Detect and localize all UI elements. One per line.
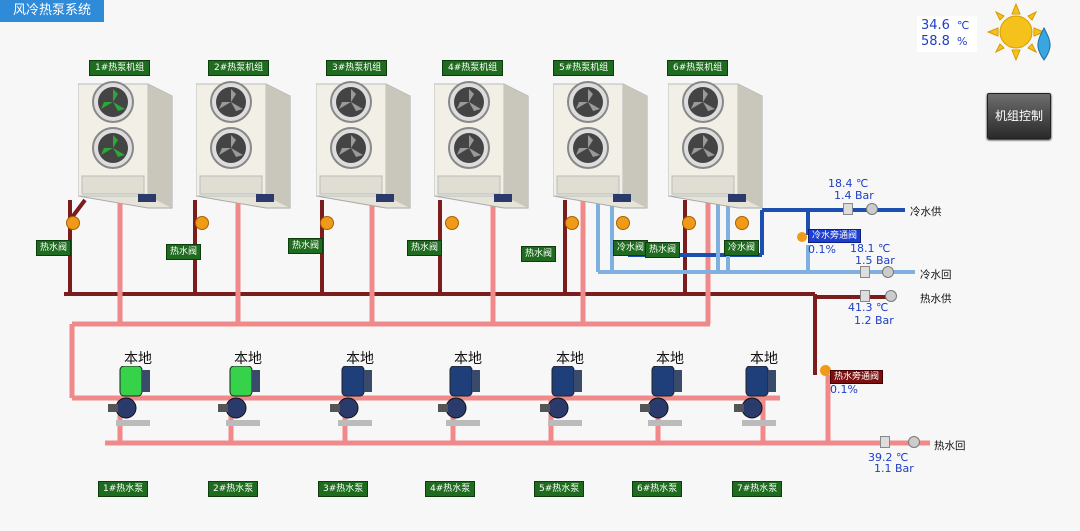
hw-supply-pressure: 1.2 Bar: [854, 315, 894, 327]
unit-label-2: 2#热泵机组: [208, 60, 270, 76]
chw-supply-label: 冷水供: [910, 206, 942, 218]
hot-water-valve-label: 热水阀: [521, 246, 557, 262]
hot-water-pump-5[interactable]: [540, 366, 588, 428]
hot-water-valve-label: 热水阀: [288, 238, 324, 254]
chw-supply-temp-value: 18.4: [828, 177, 853, 190]
hot-water-pump-1[interactable]: [108, 366, 156, 428]
hw-bypass-valve-label: 热水旁通阀: [830, 370, 884, 384]
chilled-water-valve-label: 冷水阀: [724, 240, 760, 256]
unit-control-button[interactable]: 机组控制: [987, 93, 1051, 139]
chw-return-pressure: 1.5 Bar: [855, 255, 895, 267]
hw-return-pressure-unit: Bar: [895, 462, 914, 475]
pump-mode-label: 本地: [656, 351, 684, 367]
heat-pump-unit-6[interactable]: [668, 76, 764, 216]
unit-label-1: 1#热泵机组: [89, 60, 151, 76]
page-title: 风冷热泵系统: [0, 0, 104, 22]
hw-return-sensor-icon: [880, 436, 890, 448]
hot-water-valve-icon[interactable]: [66, 216, 80, 230]
pump-label-6: 6#热水泵: [632, 481, 683, 497]
hot-water-valve-icon[interactable]: [565, 216, 579, 230]
hot-water-valve-label: 热水阀: [36, 240, 72, 256]
unit-label-3: 3#热泵机组: [326, 60, 388, 76]
chw-supply-temp: 18.4 ℃: [828, 178, 868, 190]
chw-return-gauge-icon: [882, 266, 894, 278]
chw-return-temp-unit: ℃: [878, 242, 891, 255]
chw-supply-gauge-icon: [866, 203, 878, 215]
chw-supply-pressure: 1.4 Bar: [834, 190, 874, 202]
hw-return-temp-unit: ℃: [896, 451, 909, 464]
unit-label-6: 6#热泵机组: [667, 60, 729, 76]
hot-water-pump-4[interactable]: [438, 366, 486, 428]
chw-bypass-valve-icon[interactable]: [797, 232, 807, 242]
pump-mode-label: 本地: [454, 351, 482, 367]
heat-pump-unit-1[interactable]: [78, 76, 174, 216]
hw-supply-pressure-unit: Bar: [875, 314, 894, 327]
outdoor-temp: 34.6: [921, 18, 950, 33]
sun-rain-icon: [986, 2, 1051, 62]
chilled-water-valve-icon[interactable]: [616, 216, 630, 230]
chw-supply-sensor-icon: [843, 203, 853, 215]
hot-water-valve-icon[interactable]: [682, 216, 696, 230]
hw-bypass-valve-icon[interactable]: [820, 365, 831, 376]
hw-bypass-value: 0.1%: [830, 383, 858, 396]
pump-label-5: 5#热水泵: [534, 481, 585, 497]
heat-pump-unit-3[interactable]: [316, 76, 412, 216]
pump-mode-label: 本地: [234, 351, 262, 367]
pump-label-3: 3#热水泵: [318, 481, 369, 497]
chilled-water-valve-label: 冷水阀: [613, 240, 649, 256]
pump-mode-label: 本地: [124, 351, 152, 367]
chw-supply-pressure-unit: Bar: [855, 189, 874, 202]
hw-return-label: 热水回: [934, 440, 966, 452]
hot-water-pump-2[interactable]: [218, 366, 266, 428]
pump-label-2: 2#热水泵: [208, 481, 259, 497]
hot-water-valve-label: 热水阀: [645, 242, 681, 258]
hot-water-valve-icon[interactable]: [320, 216, 334, 230]
hot-water-valve-icon[interactable]: [445, 216, 459, 230]
hot-water-pump-3[interactable]: [330, 366, 378, 428]
hw-supply-pressure-value: 1.2: [854, 314, 872, 327]
heat-pump-unit-2[interactable]: [196, 76, 292, 216]
unit-label-5: 5#热泵机组: [553, 60, 615, 76]
hot-water-valve-label: 热水阀: [407, 240, 443, 256]
pump-label-1: 1#热水泵: [98, 481, 149, 497]
pump-mode-label: 本地: [556, 351, 584, 367]
outdoor-temp-unit: ℃: [957, 19, 970, 32]
hw-supply-label: 热水供: [920, 293, 952, 305]
hot-water-valve-icon[interactable]: [195, 216, 209, 230]
hot-water-pump-7[interactable]: [734, 366, 782, 428]
hw-return-temp-value: 39.2: [868, 451, 893, 464]
hw-return-temp: 39.2 ℃: [868, 452, 908, 464]
pump-mode-label: 本地: [750, 351, 778, 367]
outdoor-humidity-unit: %: [957, 35, 968, 48]
chw-supply-pressure-value: 1.4: [834, 189, 852, 202]
chw-return-temp: 18.1 ℃: [850, 243, 890, 255]
unit-label-4: 4#热泵机组: [442, 60, 504, 76]
chw-return-pressure-value: 1.5: [855, 254, 873, 267]
heat-pump-unit-5[interactable]: [553, 76, 649, 216]
chw-return-temp-value: 18.1: [850, 242, 875, 255]
hw-supply-temp: 41.3 ℃: [848, 302, 888, 314]
pump-label-4: 4#热水泵: [425, 481, 476, 497]
heat-pump-unit-4[interactable]: [434, 76, 530, 216]
pump-mode-label: 本地: [346, 351, 374, 367]
chw-bypass-value: 0.1%: [808, 243, 836, 256]
hot-water-pump-6[interactable]: [640, 366, 688, 428]
hw-supply-sensor-icon: [860, 290, 870, 302]
hw-supply-gauge-icon: [885, 290, 897, 302]
chw-return-label: 冷水回: [920, 269, 952, 281]
chw-bypass-valve-label: 冷水旁通阀: [808, 229, 862, 243]
weather-readout: 34.6 ℃ 58.8 %: [917, 16, 977, 52]
chw-return-sensor-icon: [860, 266, 870, 278]
outdoor-humidity: 58.8: [921, 34, 950, 49]
hw-supply-temp-unit: ℃: [876, 301, 889, 314]
hw-supply-temp-value: 41.3: [848, 301, 873, 314]
hw-return-gauge-icon: [908, 436, 920, 448]
pump-label-7: 7#热水泵: [732, 481, 783, 497]
hot-water-valve-label: 热水阀: [166, 244, 202, 260]
hw-return-pressure: 1.1 Bar: [874, 463, 914, 475]
hw-return-pressure-value: 1.1: [874, 462, 892, 475]
chilled-water-valve-icon[interactable]: [735, 216, 749, 230]
chw-return-pressure-unit: Bar: [876, 254, 895, 267]
chw-supply-temp-unit: ℃: [856, 177, 869, 190]
